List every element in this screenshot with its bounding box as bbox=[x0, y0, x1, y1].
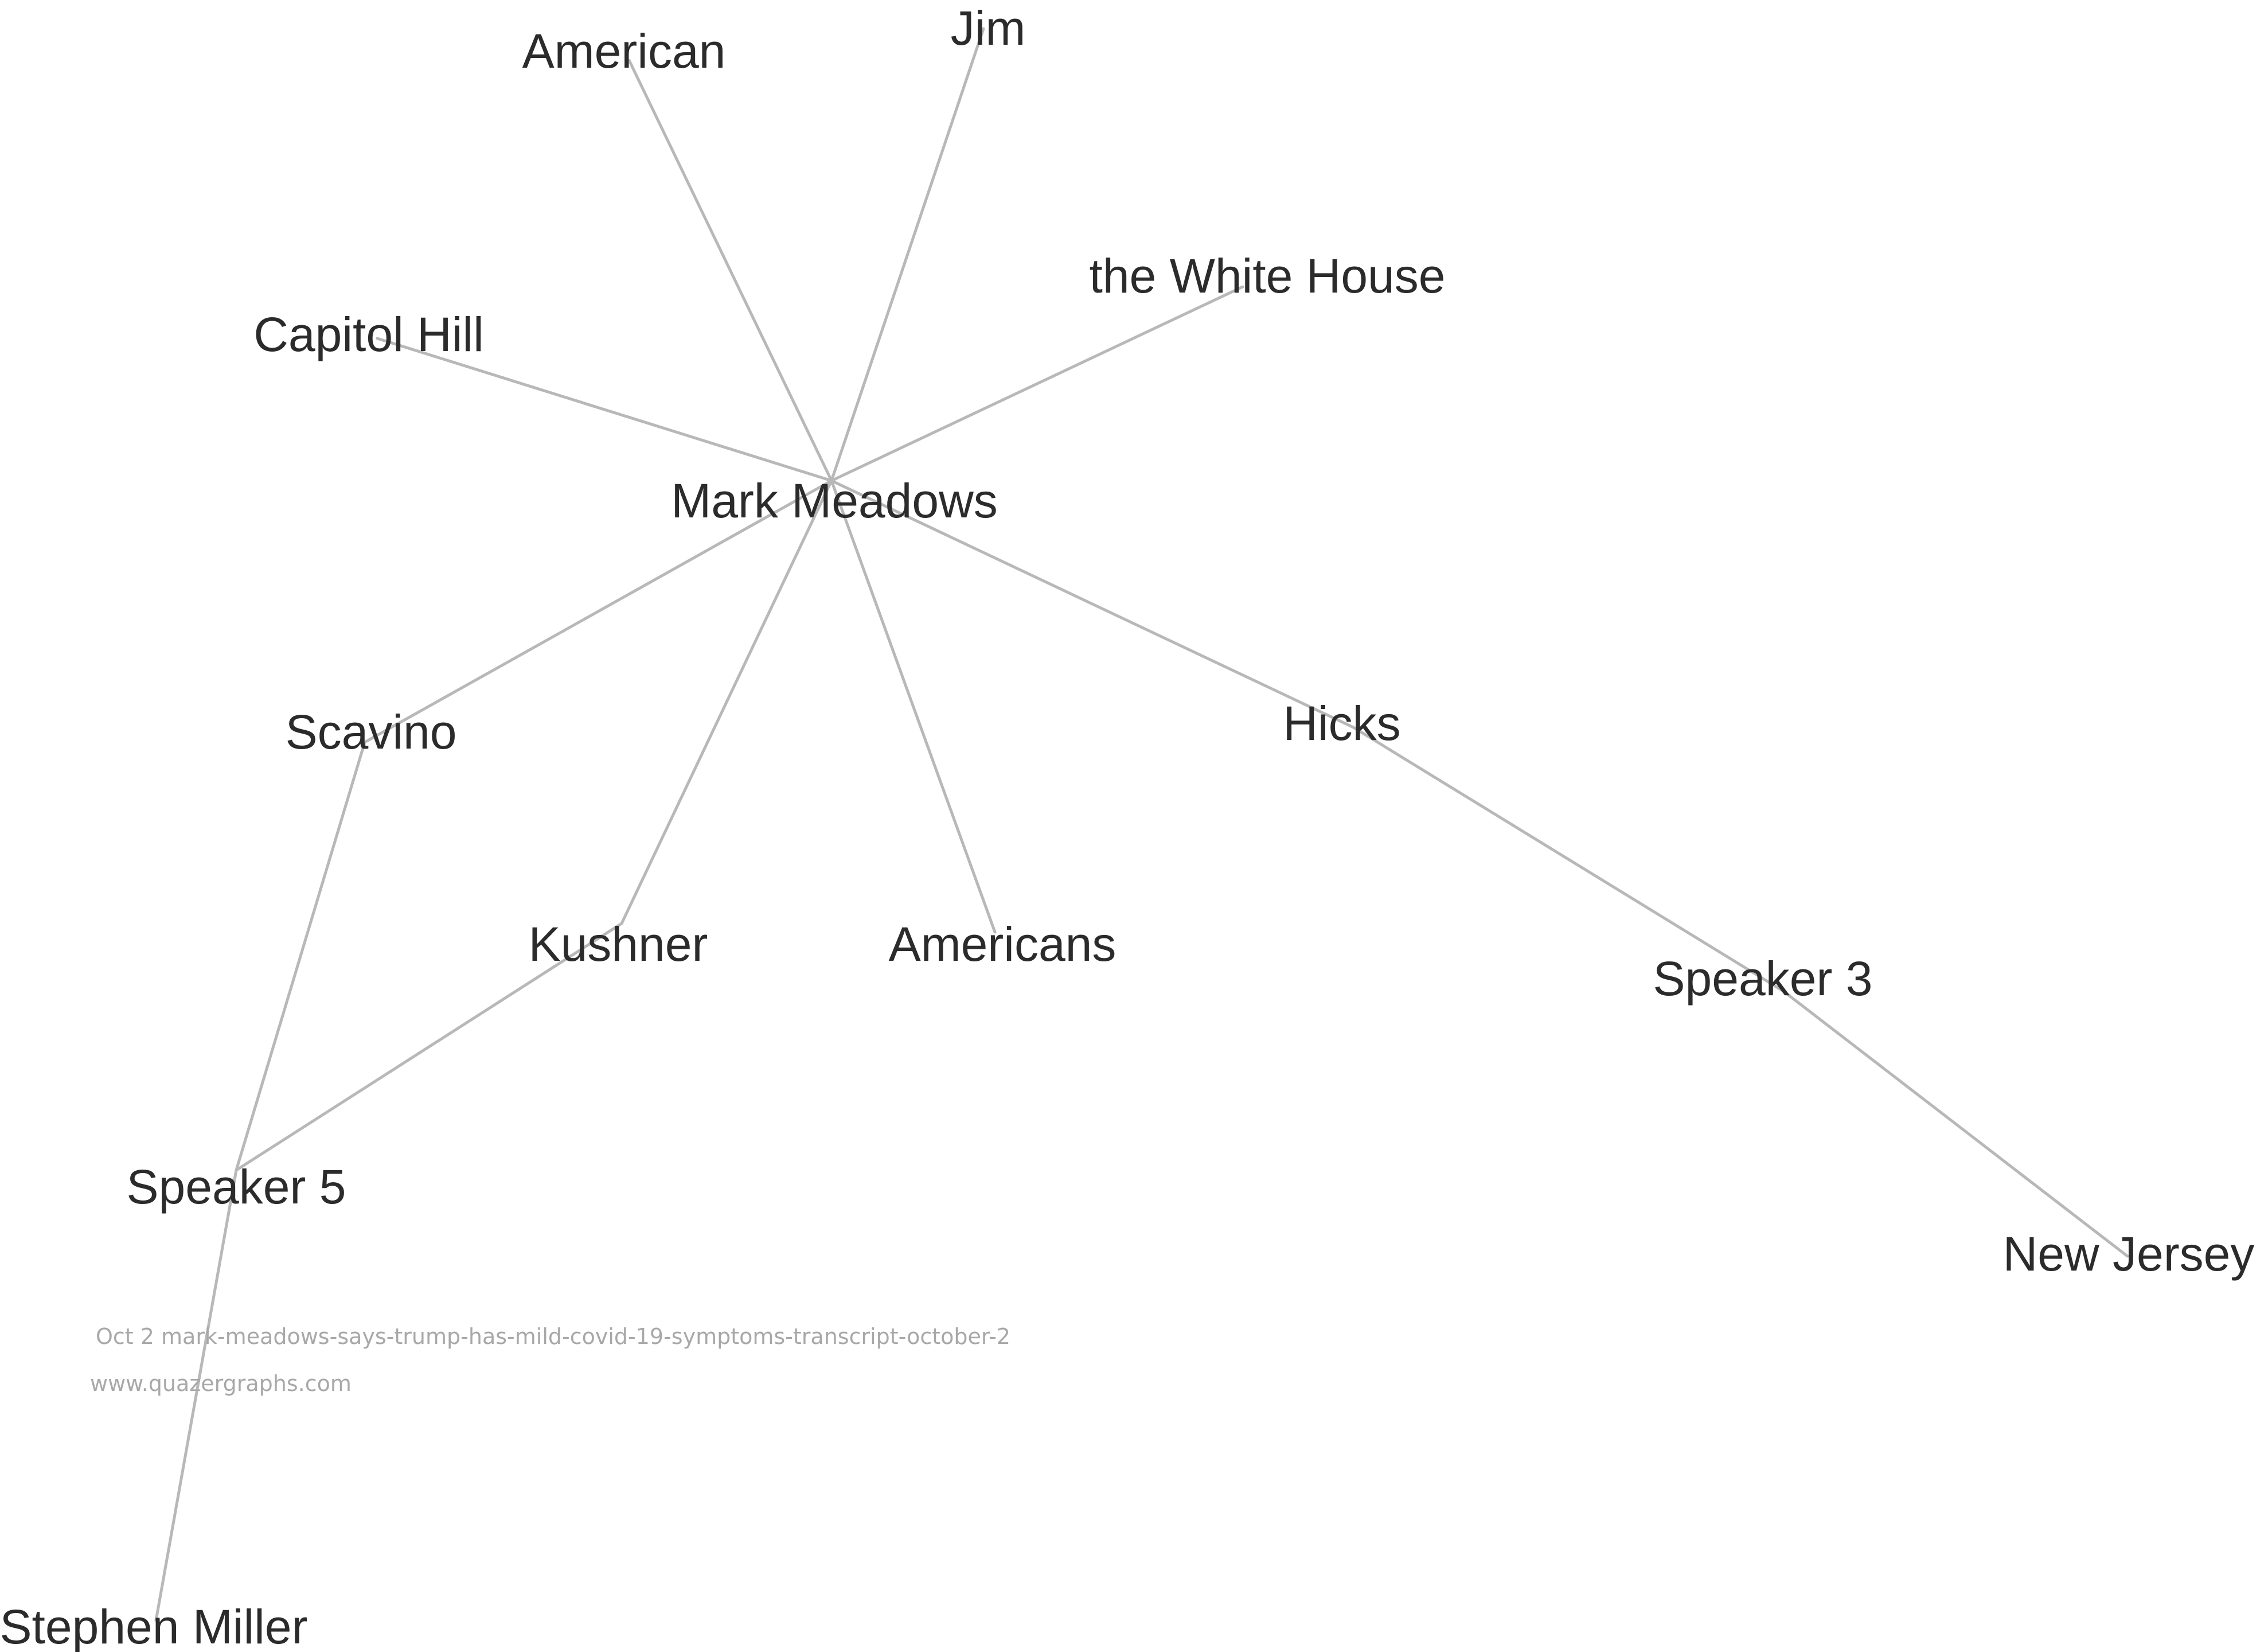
graph-edges bbox=[154, 27, 2129, 1622]
edge-mark-meadows-kushner bbox=[620, 479, 833, 925]
node-label-hicks: Hicks bbox=[1283, 696, 1400, 750]
node-label-american: American bbox=[522, 24, 726, 78]
node-label-americans: Americans bbox=[889, 917, 1117, 971]
node-label-mark-meadows: Mark Meadows bbox=[671, 474, 998, 528]
edge-mark-meadows-white-house bbox=[830, 285, 1244, 482]
edge-kushner-speaker-5 bbox=[235, 922, 623, 1172]
edge-speaker-5-stephen-miller bbox=[154, 1168, 238, 1622]
edge-mark-meadows-jim bbox=[830, 27, 985, 482]
site-watermark: www.quazergraphs.com bbox=[90, 1371, 352, 1396]
node-label-speaker-3: Speaker 3 bbox=[1653, 952, 1873, 1006]
edge-mark-meadows-americans bbox=[830, 479, 997, 934]
node-label-white-house: the White House bbox=[1090, 249, 1446, 303]
edge-mark-meadows-scavino bbox=[363, 479, 833, 744]
node-label-kushner: Kushner bbox=[529, 917, 708, 971]
node-label-capitol-hill: Capitol Hill bbox=[253, 307, 483, 361]
node-label-new-jersey: New Jersey bbox=[2003, 1227, 2255, 1281]
edge-hicks-speaker-3 bbox=[1352, 726, 1785, 993]
node-label-scavino: Scavino bbox=[286, 705, 457, 759]
node-label-speaker-5: Speaker 5 bbox=[127, 1160, 346, 1214]
edge-mark-meadows-hicks bbox=[830, 479, 1355, 729]
edge-mark-meadows-american bbox=[627, 59, 833, 482]
edge-scavino-speaker-5 bbox=[235, 741, 366, 1172]
edge-mark-meadows-capitol-hill bbox=[376, 337, 833, 482]
node-label-stephen-miller: Stephen Miller bbox=[0, 1600, 307, 1652]
node-label-jim: Jim bbox=[951, 1, 1026, 55]
edge-speaker-3-new-jersey bbox=[1782, 989, 2129, 1258]
graph-caption: Oct 2 mark-meadows-says-trump-has-mild-c… bbox=[96, 1324, 1010, 1349]
